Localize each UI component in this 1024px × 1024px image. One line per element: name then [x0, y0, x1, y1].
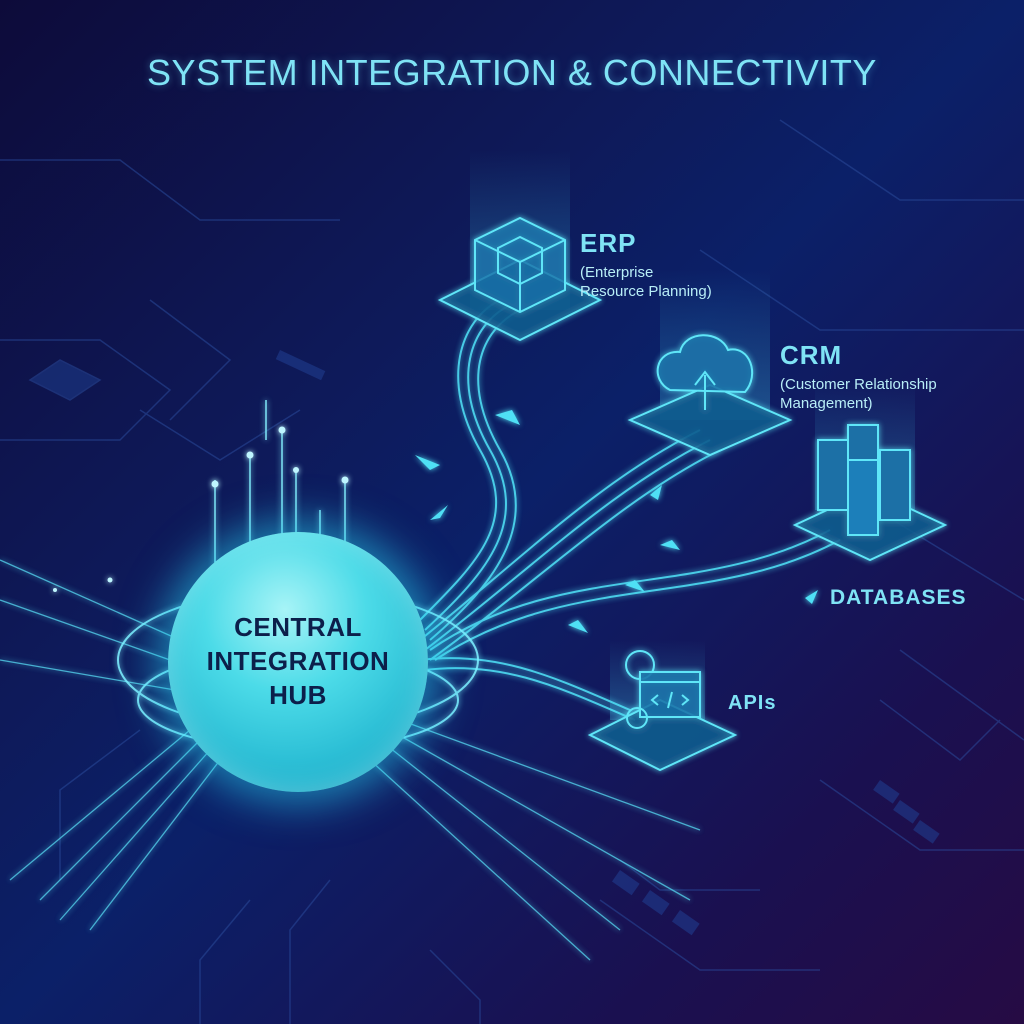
arrow-icon	[430, 505, 448, 520]
crm-label: CRM (Customer Relationship Management)	[780, 340, 937, 413]
hub-label: CENTRAL INTEGRATION HUB	[168, 610, 428, 712]
erp-title: ERP	[580, 228, 637, 258]
apis-title: APIs	[728, 692, 777, 714]
arrow-icon	[650, 485, 662, 500]
crm-subtitle-line1: (Customer Relationship	[780, 376, 937, 393]
apis-label: APIs	[728, 692, 776, 715]
central-hub-sphere: CENTRAL INTEGRATION HUB	[168, 532, 428, 792]
erp-node	[437, 216, 603, 342]
circuit-chips	[275, 349, 940, 936]
sparkle-dots	[53, 426, 349, 592]
crm-node	[627, 334, 793, 457]
arrow-icon	[495, 410, 520, 425]
apis-node	[587, 650, 738, 772]
arrow-icon	[625, 580, 645, 592]
arrow-icon	[568, 620, 588, 633]
arrow-icon	[415, 455, 440, 470]
erp-subtitle-line1: (Enterprise	[580, 264, 654, 281]
crm-subtitle-line2: Management)	[780, 395, 873, 412]
page-title: SYSTEM INTEGRATION & CONNECTIVITY	[147, 52, 877, 93]
erp-label: ERP (Enterprise Resource Planning)	[580, 228, 712, 301]
databases-title: DATABASES	[830, 586, 967, 609]
databases-node	[792, 424, 948, 562]
flow-arrows	[415, 410, 818, 633]
hub-label-line1: CENTRAL	[234, 612, 362, 642]
arrow-icon	[660, 540, 680, 550]
arrow-icon	[805, 590, 818, 604]
circuit-traces	[0, 119, 1024, 1024]
data-flow-streams	[419, 299, 841, 721]
hub-rays	[0, 559, 701, 961]
crm-title: CRM	[780, 340, 843, 370]
erp-subtitle-line2: Resource Planning)	[580, 283, 712, 300]
databases-label: DATABASES	[830, 586, 967, 610]
hub-label-line3: HUB	[269, 680, 327, 710]
hub-label-line2: INTEGRATION	[206, 646, 390, 676]
